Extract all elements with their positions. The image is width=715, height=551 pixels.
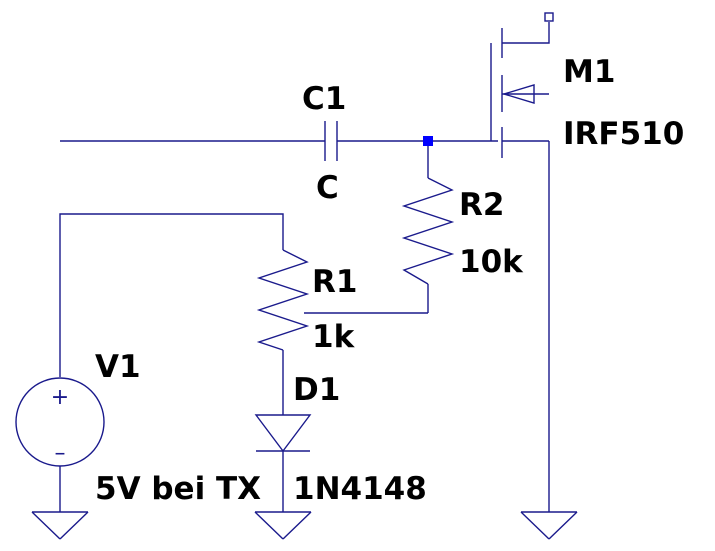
r1-value-label: 1k <box>312 319 356 355</box>
v1-value-label: 5V bei TX <box>95 471 261 507</box>
ground-symbol-d1 <box>254 511 312 540</box>
junction-dot <box>423 136 433 146</box>
d1-ref-label: D1 <box>293 372 340 408</box>
r1-ref-label: R1 <box>312 264 357 300</box>
wires <box>59 22 550 512</box>
capacitor-c1 <box>324 121 338 161</box>
voltage-source-circle <box>15 377 105 467</box>
minus-sign: – <box>55 441 66 466</box>
d1-value-label: 1N4148 <box>293 471 427 507</box>
r2-ref-label: R2 <box>459 187 504 223</box>
c1-ref-label: C1 <box>302 81 346 117</box>
ground-symbol-m1 <box>520 511 578 540</box>
m1-ref-label: M1 <box>563 54 615 90</box>
resistor-r2 <box>401 177 455 285</box>
wire-v1-to-r1 <box>59 213 284 377</box>
diode-d1 <box>254 414 312 453</box>
r2-value-label: 10k <box>459 244 524 280</box>
v1-ref-label: V1 <box>95 349 141 385</box>
diode-triangle <box>254 414 312 453</box>
m1-value-label: IRF510 <box>563 116 684 152</box>
wire-drain <box>502 22 550 44</box>
plus-sign: + <box>51 385 69 410</box>
mosfet-arrow <box>501 84 535 104</box>
potentiometer-r1 <box>256 249 310 351</box>
mosfet-m1 <box>490 28 549 158</box>
drain-terminal <box>544 12 554 22</box>
c1-value-label: C <box>316 170 339 206</box>
ground-symbol-v1 <box>31 511 89 540</box>
voltage-source-v1: + – <box>15 377 105 467</box>
